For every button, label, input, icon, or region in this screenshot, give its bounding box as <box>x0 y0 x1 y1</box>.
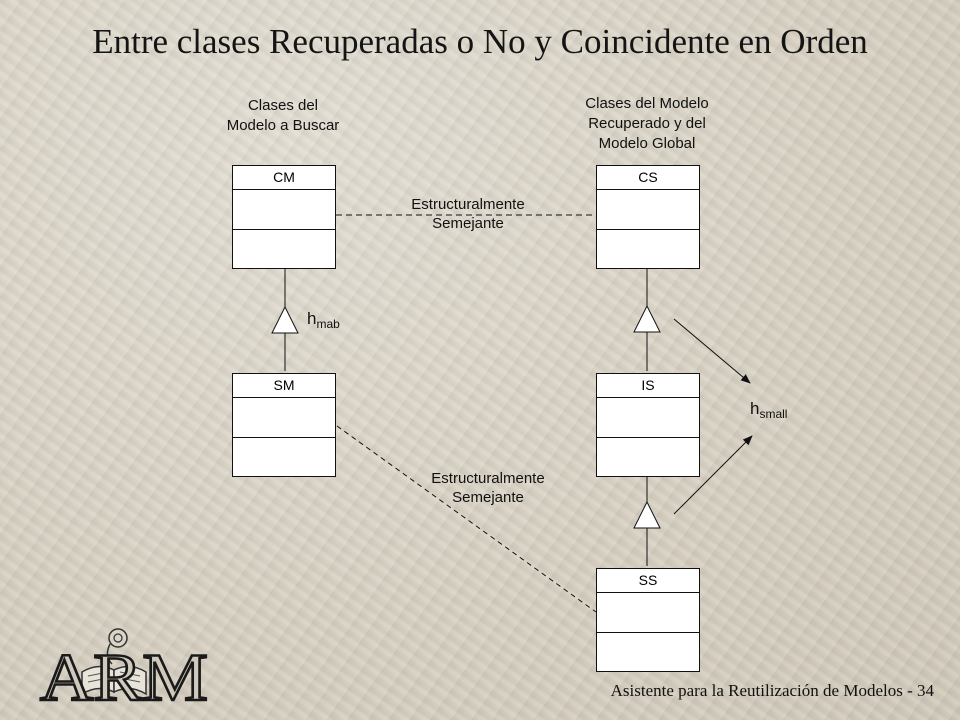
class-is-operations <box>597 438 699 476</box>
open-book-and-scroll-icon <box>81 628 147 696</box>
arm-logo-text: ARM <box>40 639 208 706</box>
h-small-arrow-upper <box>673 318 751 384</box>
slide-footer: Asistente para la Reutilización de Model… <box>610 681 934 700</box>
class-cm-attributes <box>233 190 335 230</box>
class-ss-attributes <box>597 593 699 633</box>
h-small-base: h <box>750 399 760 418</box>
h-small-arrow-lower <box>673 435 753 515</box>
right-caption-line-3: Modelo Global <box>598 135 696 152</box>
relation-top-label-line-2: Semejante <box>432 215 504 232</box>
relation-bottom-label-line-1: Estructuralmente <box>431 470 545 487</box>
class-cs[interactable]: CS <box>596 165 700 269</box>
cs-is-generalization-triangle <box>633 304 661 333</box>
class-cs-operations <box>597 230 699 268</box>
sm-ss-similarity-line <box>336 425 597 613</box>
class-is-name: IS <box>597 374 699 398</box>
right-caption-line-1: Clases del Modelo <box>585 95 709 112</box>
left-caption: Clases del Modelo a Buscar <box>200 96 366 136</box>
class-cs-attributes <box>597 190 699 230</box>
class-cs-name: CS <box>597 166 699 190</box>
right-caption-line-2: Recuperado y del <box>588 115 706 132</box>
class-sm-name: SM <box>233 374 335 398</box>
left-caption-line-1: Clases del <box>247 97 319 114</box>
class-ss-name: SS <box>597 569 699 593</box>
class-ss-operations <box>597 633 699 671</box>
class-sm-attributes <box>233 398 335 438</box>
relation-top-label-line-1: Estructuralmente <box>411 196 525 213</box>
left-caption-line-2: Modelo a Buscar <box>226 117 340 134</box>
relation-bottom-label-line-2: Semejante <box>452 489 524 506</box>
h-mab-sub: mab <box>316 317 340 331</box>
relation-top-label: Estructuralmente Semejante <box>398 195 538 233</box>
class-is-attributes <box>597 398 699 438</box>
h-mab-base: h <box>307 309 317 328</box>
arm-logo: ARM <box>39 628 209 706</box>
class-ss[interactable]: SS <box>596 568 700 672</box>
h-mab-label: hmab <box>307 309 340 331</box>
cm-sm-generalization-triangle <box>271 305 299 334</box>
class-cm[interactable]: CM <box>232 165 336 269</box>
class-is[interactable]: IS <box>596 373 700 477</box>
relation-bottom-label: Estructuralmente Semejante <box>418 469 558 507</box>
is-ss-generalization-triangle <box>633 500 661 529</box>
right-caption: Clases del Modelo Recuperado y del Model… <box>562 94 732 154</box>
h-small-sub: small <box>759 407 788 421</box>
h-small-label: hsmall <box>750 399 787 421</box>
slide-title: Entre clases Recuperadas o No y Coincide… <box>92 22 868 61</box>
class-cm-name: CM <box>233 166 335 190</box>
class-sm-operations <box>233 438 335 476</box>
class-cm-operations <box>233 230 335 268</box>
class-sm[interactable]: SM <box>232 373 336 477</box>
